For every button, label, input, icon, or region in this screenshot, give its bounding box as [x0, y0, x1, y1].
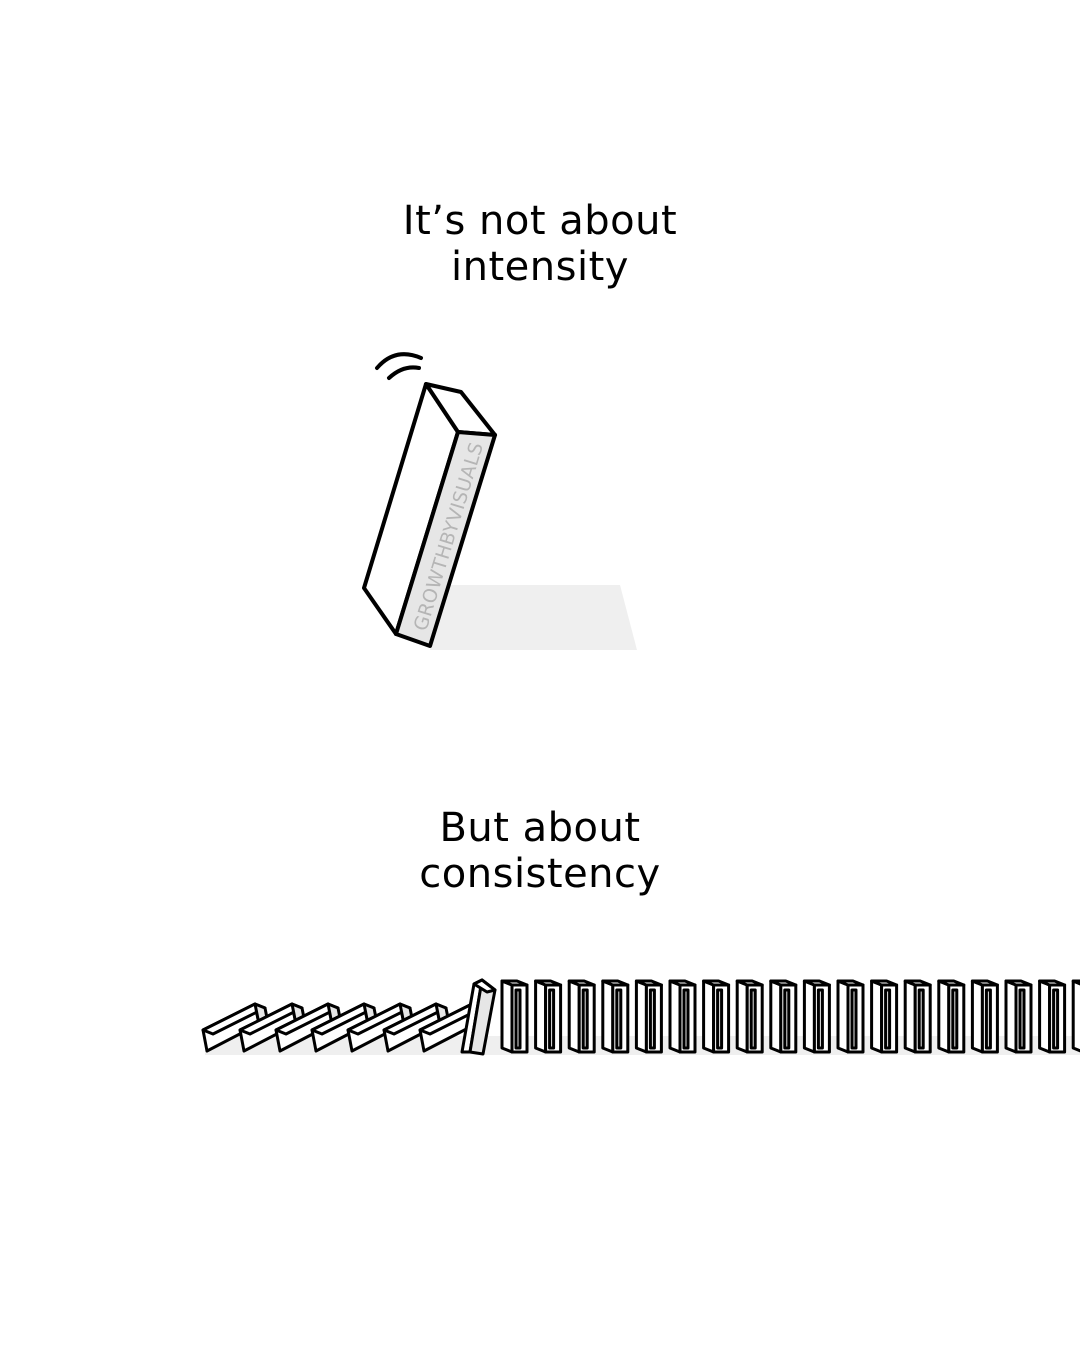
standing-domino-14-side [951, 988, 959, 1050]
standing-domino-16-side [1018, 988, 1026, 1050]
standing-domino-17-side [1052, 988, 1060, 1050]
standing-domino-3-top [567, 979, 596, 987]
standing-domino-5-top [634, 979, 663, 987]
standing-domino-16-top [1004, 979, 1033, 987]
standing-domino-8-side [749, 988, 757, 1050]
tilting-domino-top [472, 978, 497, 994]
standing-domino-2-side [548, 988, 556, 1050]
standing-domino-5-side [648, 988, 656, 1050]
standing-domino-7-side [716, 988, 724, 1050]
caption-line-4: consistency [419, 851, 661, 897]
single-domino-illustration: GROWTHBYVISUALS [362, 352, 637, 650]
caption-line-2: intensity [451, 244, 629, 290]
standing-domino-4-top [601, 979, 630, 987]
standing-domino-12-top [870, 979, 899, 987]
standing-domino-1-side [514, 988, 522, 1050]
standing-domino-17-top [1038, 979, 1067, 987]
standing-domino-15-top [970, 979, 999, 987]
caption-line-1: It’s not about [402, 198, 678, 244]
standing-domino-6-top [668, 979, 697, 987]
standing-domino-13-side [917, 988, 925, 1050]
standing-domino-14-top [937, 979, 966, 987]
standing-domino-2-top [534, 979, 563, 987]
standing-domino-15-side [984, 988, 992, 1050]
motion-arc-inner [387, 365, 421, 380]
domino-side-face [394, 430, 497, 648]
standing-domino-6-side [682, 988, 690, 1050]
standing-domino-11-top [836, 979, 865, 987]
standing-domino-7-top [702, 979, 731, 987]
standing-domino-13-top [903, 979, 932, 987]
standing-domino-12-side [884, 988, 892, 1050]
standing-domino-9-top [769, 979, 798, 987]
standing-domino-10-top [802, 979, 831, 987]
caption-consistency: But about consistency [0, 805, 1080, 897]
standing-domino-10-side [816, 988, 824, 1050]
standing-domino-8-top [735, 979, 764, 987]
standing-domino-1-top [500, 979, 529, 987]
motion-arc-outer [375, 352, 423, 370]
domino-shadow [430, 585, 637, 650]
caption-intensity: It’s not about intensity [0, 198, 1080, 290]
caption-line-3: But about [439, 805, 641, 851]
standing-domino-9-side [783, 988, 791, 1050]
standing-domino-4-side [615, 988, 623, 1050]
standing-domino-11-side [850, 988, 858, 1050]
standing-domino-3-side [581, 988, 589, 1050]
standing-domino-18-front [1071, 979, 1080, 1053]
